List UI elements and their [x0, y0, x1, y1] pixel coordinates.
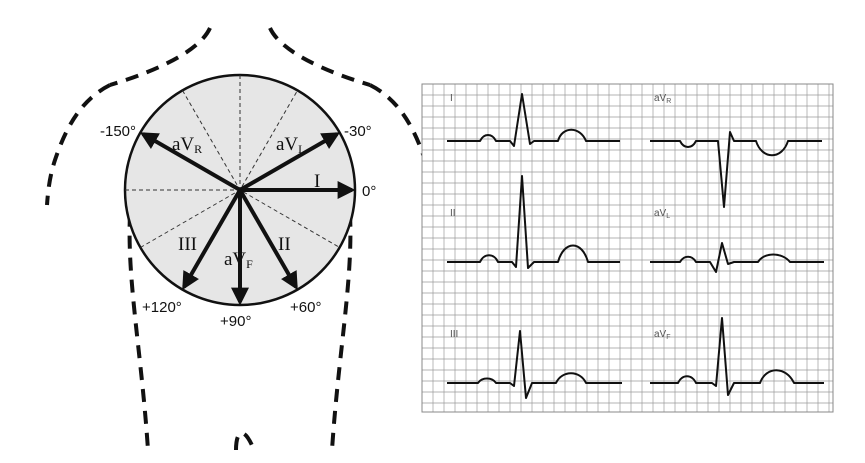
degree-label-minus30: -30° [344, 123, 372, 140]
degree-label-plus60: +60° [290, 299, 321, 316]
ecg-label-avl: aVL [654, 208, 670, 220]
ecg-trace-iii [447, 330, 622, 399]
ecg-panel: I aVR II aVL III aVF [421, 83, 834, 413]
lead-label-avr: aVR [172, 134, 202, 156]
ecg-trace-i [447, 93, 620, 147]
hexaxial-diagram: aVR aVL I III aVF II -150° -30° 0° +120°… [100, 73, 376, 330]
ecg-label-i: I [450, 93, 453, 104]
lead-label-avf: aVF [224, 249, 253, 271]
ecg-label-avf: aVF [654, 329, 671, 341]
degree-label-plus120: +120° [142, 299, 182, 316]
lead-ii-arrow [238, 189, 298, 291]
ecg-label-iii: III [450, 329, 458, 340]
degree-label-minus150: -150° [100, 123, 136, 140]
degree-label-0: 0° [362, 183, 376, 200]
neck-left-line [109, 27, 212, 87]
lead-label-i: I [314, 171, 320, 192]
lead-label-ii: II [278, 234, 291, 255]
lead-avr-arrow [139, 132, 241, 192]
degree-label-plus90: +90° [220, 313, 251, 330]
shoulder-left-line [45, 83, 111, 206]
ecg-label-ii: II [450, 208, 456, 219]
ecg-trace-avl [650, 242, 824, 273]
ecg-grid-border [421, 83, 834, 413]
ecg-label-avr: aVR [654, 93, 671, 105]
neck-right-line [268, 27, 371, 87]
lead-label-iii: III [178, 234, 197, 255]
ecg-traces [447, 93, 824, 399]
ecg-trace-ii [447, 175, 620, 269]
lead-iii-arrow [182, 189, 242, 291]
lead-avl-arrow [239, 132, 341, 192]
ecg-trace-avr [650, 131, 822, 208]
ecg-trace-avf [650, 317, 824, 396]
navel-line [234, 431, 256, 451]
lead-vectors [139, 132, 356, 306]
ecg-grid-background [422, 84, 833, 412]
lead-label-avl: aVL [276, 134, 306, 156]
